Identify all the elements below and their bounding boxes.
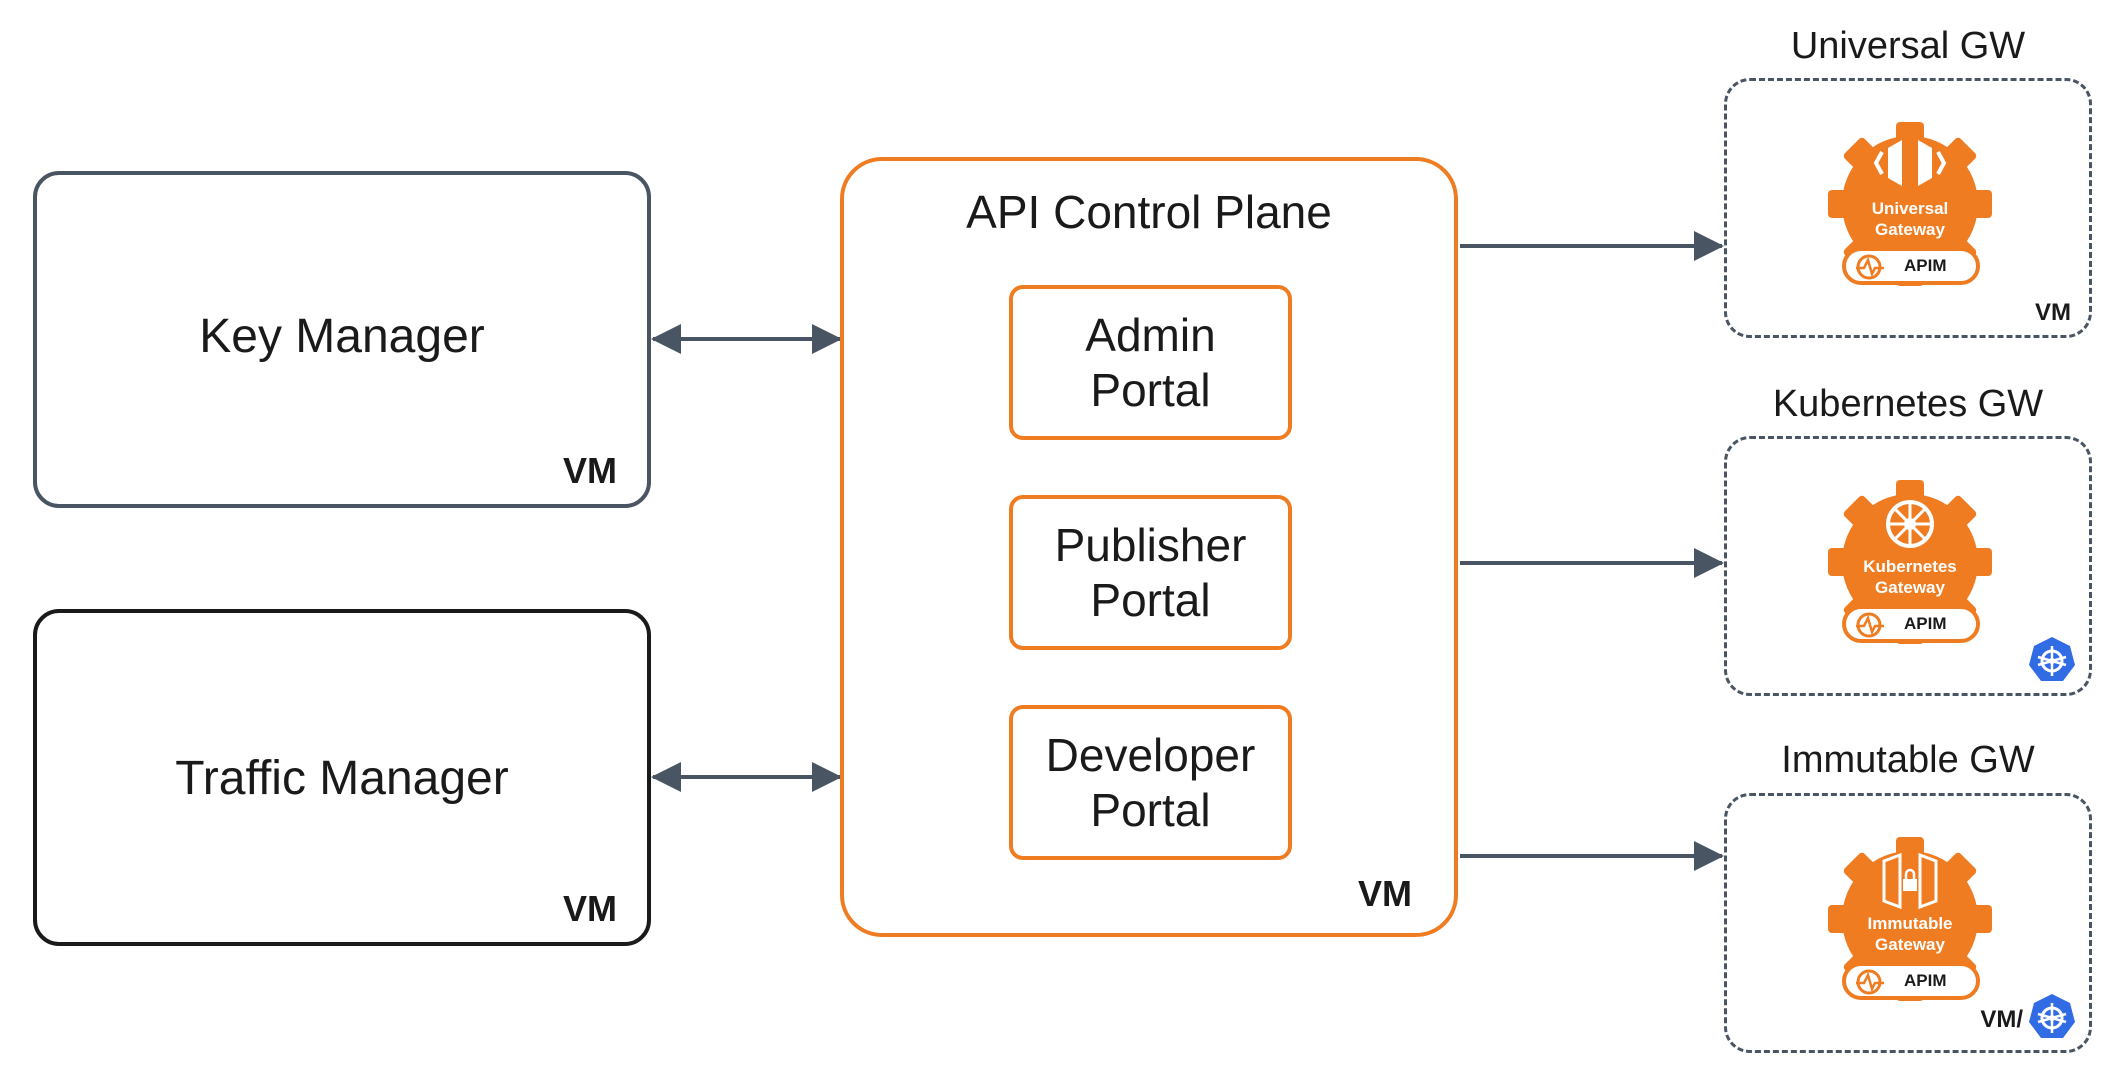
control-plane-vm: VM — [1358, 873, 1412, 914]
kubernetes-apim-pill: APIM — [1842, 605, 1980, 643]
immutable-badge-line1: Immutable — [1867, 914, 1953, 933]
universal-apim-pill: APIM — [1842, 247, 1980, 285]
universal-gw-vm: VM — [2035, 299, 2071, 326]
kubernetes-badge-line1: Kubernetes — [1863, 557, 1957, 576]
immutable-gateway-icon — [1828, 837, 1992, 1001]
immutable-apim-label: APIM — [1904, 971, 1947, 990]
publisher-portal-line2: Portal — [1090, 573, 1211, 626]
immutable-apim-pill: APIM — [1842, 962, 1980, 1000]
universal-gateway-badge: Universal Gateway APIM — [1822, 116, 1998, 306]
traffic-manager-box: Traffic Manager VM — [33, 609, 651, 946]
kubernetes-badge-line2: Gateway — [1875, 578, 1945, 597]
universal-gw-title: Universal GW — [1790, 25, 2026, 67]
api-control-plane-box: API Control Plane Admin Portal Publisher… — [840, 157, 1458, 937]
immutable-gw-box: Immutable Gateway APIM VM/ — [1724, 793, 2092, 1053]
key-manager-vm: VM — [563, 450, 617, 491]
immutable-badge-line2: Gateway — [1875, 935, 1945, 954]
pulse-icon — [1856, 254, 1884, 280]
universal-badge-line2: Gateway — [1875, 220, 1945, 239]
admin-portal-box: Admin Portal — [1009, 285, 1292, 440]
immutable-gw-title: Immutable GW — [1781, 739, 2035, 781]
kubernetes-apim-label: APIM — [1904, 614, 1947, 633]
developer-portal-line1: Developer — [1045, 728, 1256, 781]
universal-gateway-icon — [1828, 122, 1992, 286]
universal-gw-box: Universal Gateway APIM VM — [1724, 78, 2092, 338]
publisher-portal-line1: Publisher — [1054, 518, 1247, 571]
admin-portal-line2: Portal — [1090, 363, 1211, 416]
universal-apim-label: APIM — [1904, 256, 1947, 275]
control-plane-title: API Control Plane — [966, 186, 1332, 238]
key-manager-box: Key Manager VM — [33, 171, 651, 508]
immutable-gateway-badge: Immutable Gateway APIM — [1822, 831, 1998, 1021]
kubernetes-logo-icon — [2029, 637, 2075, 681]
kubernetes-gateway-badge: Kubernetes Gateway APIM — [1822, 474, 1998, 664]
admin-portal-line1: Admin — [1085, 308, 1216, 361]
key-manager-label: Key Manager — [199, 310, 485, 363]
kubernetes-gw-title: Kubernetes GW — [1772, 383, 2044, 425]
immutable-gw-vm: VM/ — [1980, 1006, 2023, 1033]
pulse-icon — [1856, 969, 1884, 995]
pulse-icon — [1856, 612, 1884, 638]
developer-portal-box: Developer Portal — [1009, 705, 1292, 860]
universal-badge-line1: Universal — [1871, 199, 1949, 218]
traffic-manager-vm: VM — [563, 888, 617, 929]
publisher-portal-box: Publisher Portal — [1009, 495, 1292, 650]
kubernetes-logo-icon — [2029, 994, 2075, 1038]
kubernetes-gw-box: Kubernetes Gateway APIM — [1724, 436, 2092, 696]
developer-portal-line2: Portal — [1090, 783, 1211, 836]
traffic-manager-label: Traffic Manager — [175, 752, 509, 805]
